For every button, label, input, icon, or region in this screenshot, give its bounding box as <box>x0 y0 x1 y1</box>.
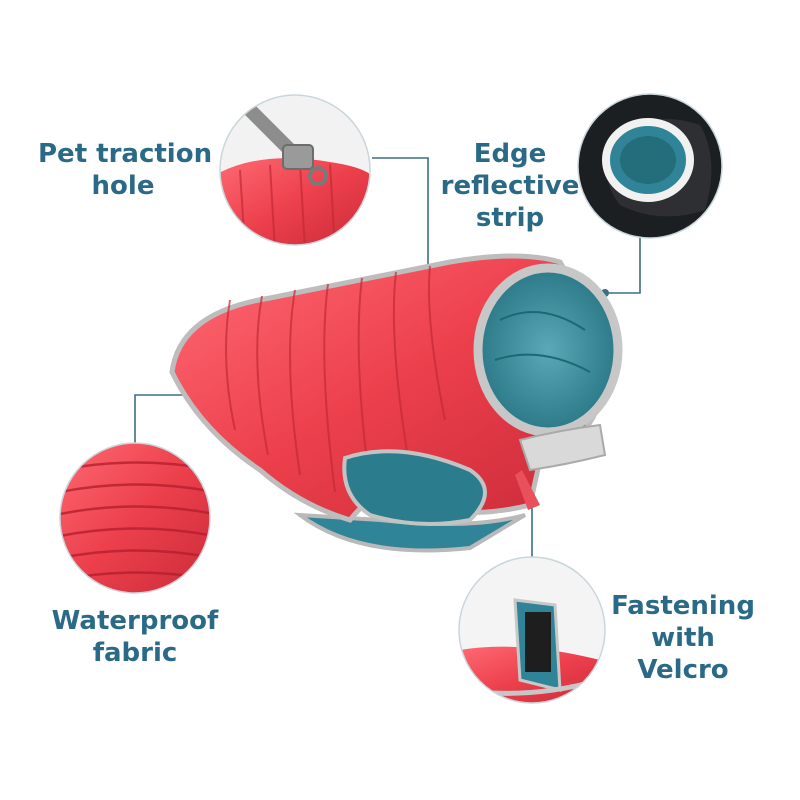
dog-jacket <box>169 253 623 553</box>
label-traction-line1: Pet traction <box>38 139 213 169</box>
label-traction-line2: hole <box>91 171 155 201</box>
label-velcro-line2: with <box>651 623 715 653</box>
detail-circle-reflective <box>577 93 723 239</box>
label-waterproof-fabric: Waterproof fabric <box>40 605 230 669</box>
detail-circle-waterproof <box>59 442 211 594</box>
label-waterproof-line2: fabric <box>92 638 178 668</box>
detail-circle-traction <box>219 94 371 246</box>
label-edge-reflective-strip: Edge reflective strip <box>435 138 585 234</box>
label-reflective-line3: strip <box>475 203 545 233</box>
label-velcro-line1: Fastening <box>611 591 755 621</box>
label-reflective-line1: Edge <box>473 139 547 169</box>
connector-traction <box>372 157 429 293</box>
label-velcro-line3: Velcro <box>637 655 729 685</box>
label-reflective-line2: reflective <box>440 171 580 201</box>
connector-reflective <box>605 236 641 294</box>
label-fastening-velcro: Fastening with Velcro <box>603 590 763 686</box>
detail-circle-velcro <box>458 556 606 704</box>
label-traction-hole: Pet traction hole <box>38 138 213 202</box>
label-waterproof-line1: Waterproof <box>51 606 219 636</box>
